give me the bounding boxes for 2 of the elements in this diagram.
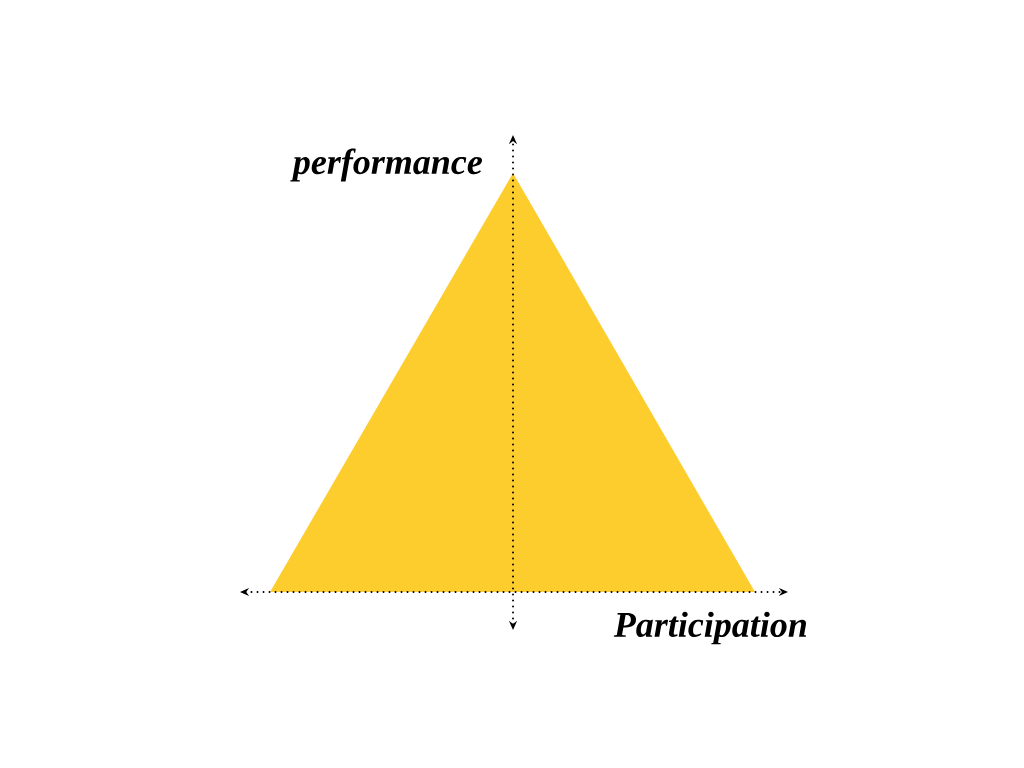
axis-label: Participation <box>613 611 807 645</box>
axis-label: performance <box>290 148 482 182</box>
